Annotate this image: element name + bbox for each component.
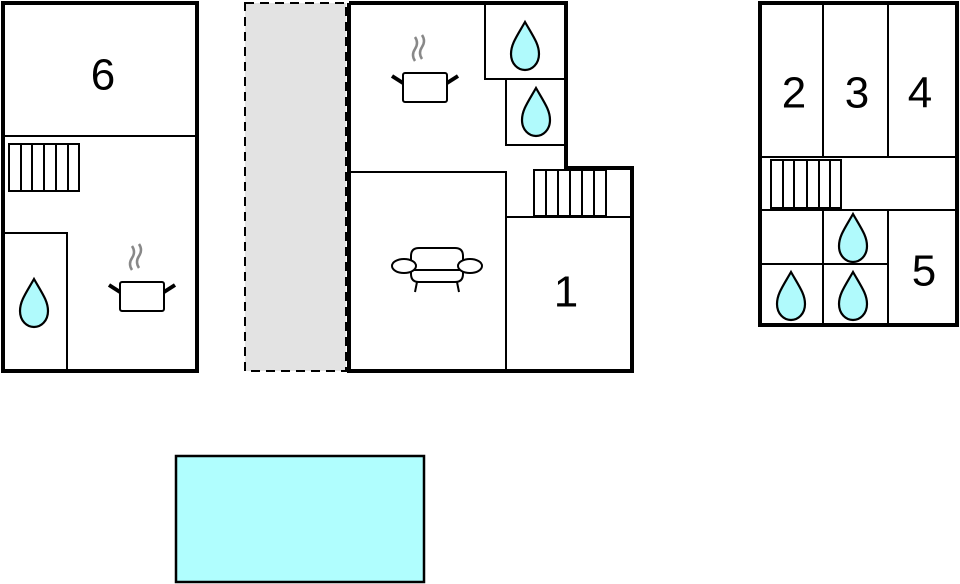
cooking-pot-icon	[390, 33, 460, 104]
water-drop-icon	[520, 86, 552, 138]
bedroom-label: 6	[91, 51, 115, 100]
water-drop-icon	[775, 270, 807, 322]
terrace-area	[244, 2, 347, 372]
pool-area	[174, 454, 426, 584]
bedroom-label: 5	[912, 247, 936, 296]
staircase-icon	[770, 159, 842, 209]
water-drop-icon	[837, 212, 869, 264]
staircase-icon	[8, 143, 80, 192]
cooking-pot-icon	[107, 242, 177, 313]
bedroom-label: 3	[845, 69, 869, 118]
middle-building: 1	[347, 1, 634, 373]
sofa-icon	[391, 247, 483, 293]
water-drop-icon	[18, 277, 50, 329]
water-drop-icon	[509, 20, 541, 72]
water-drop-icon	[837, 270, 869, 322]
left-building: 6	[1, 1, 199, 373]
staircase-icon	[533, 169, 607, 217]
bedroom-label: 2	[782, 69, 806, 118]
bedroom-label: 4	[908, 69, 932, 118]
bedroom-label: 1	[554, 268, 578, 317]
right-building: 2 3 4 5	[758, 1, 959, 327]
